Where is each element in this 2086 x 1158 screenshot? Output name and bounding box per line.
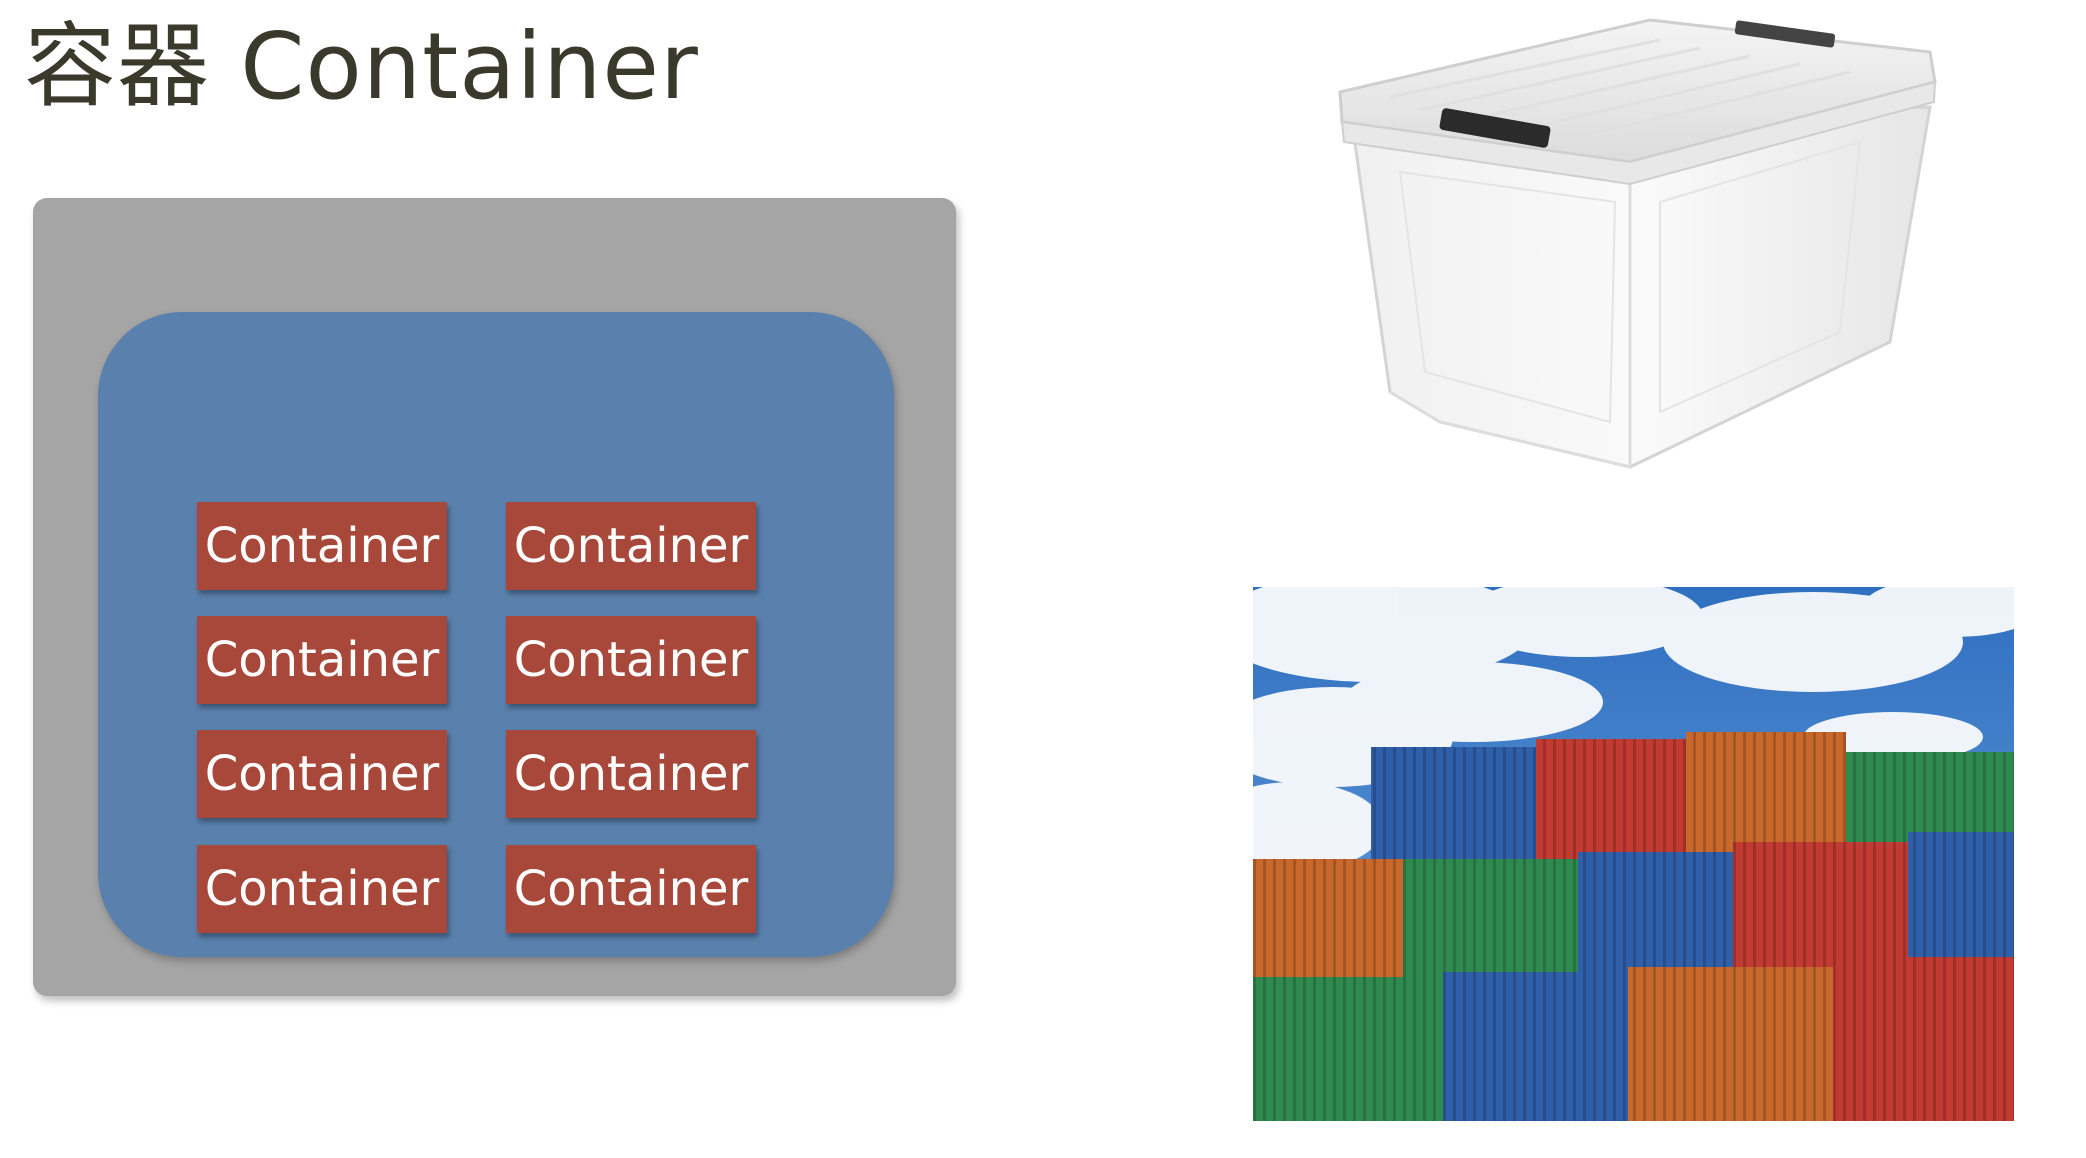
plastic-storage-bin-image [1330,12,1950,532]
container-box: Container [197,730,447,818]
container-box: Container [197,616,447,704]
page-title: 容器 Container [24,13,699,120]
container-box: Container [197,502,447,590]
container-box: Container [506,502,756,590]
container-box: Container [506,616,756,704]
container-box: Container [197,845,447,933]
container-box: Container [506,730,756,818]
container-box: Container [506,845,756,933]
shipping-containers-photo [1253,587,2014,1121]
